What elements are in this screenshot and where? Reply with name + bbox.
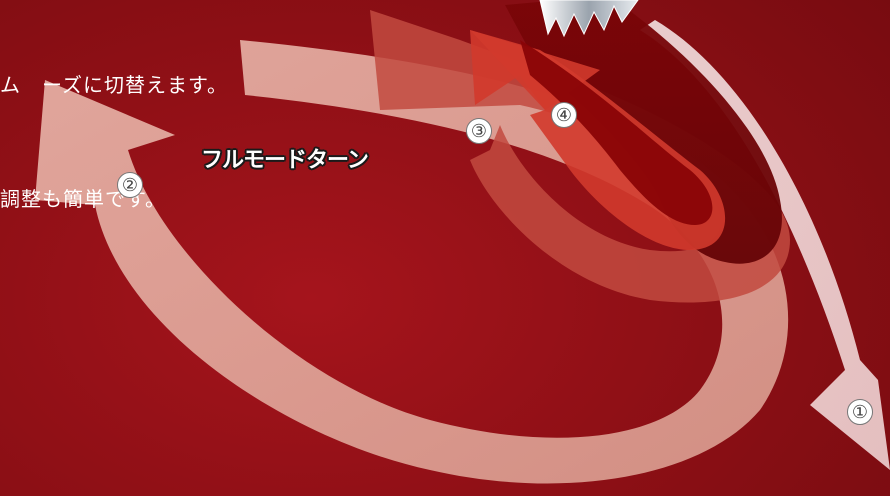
arrow-step-1 <box>640 20 890 470</box>
step-badge-1: ① <box>847 399 873 425</box>
intro-line-1: ム ーズに切替えます。 <box>0 73 228 97</box>
intro-line-2: 調整も簡単です。 <box>0 187 166 211</box>
step-badge-4: ④ <box>551 102 577 128</box>
arrow-step-4 <box>470 30 726 250</box>
paddle-icon <box>539 0 639 38</box>
step-badge-3: ③ <box>466 118 492 144</box>
intro-text: ム ーズに切替えます。 調整も簡単です。 <box>0 0 228 294</box>
step-badge-2: ② <box>117 172 143 198</box>
full-mode-turn-label: フルモードターン <box>201 148 369 173</box>
